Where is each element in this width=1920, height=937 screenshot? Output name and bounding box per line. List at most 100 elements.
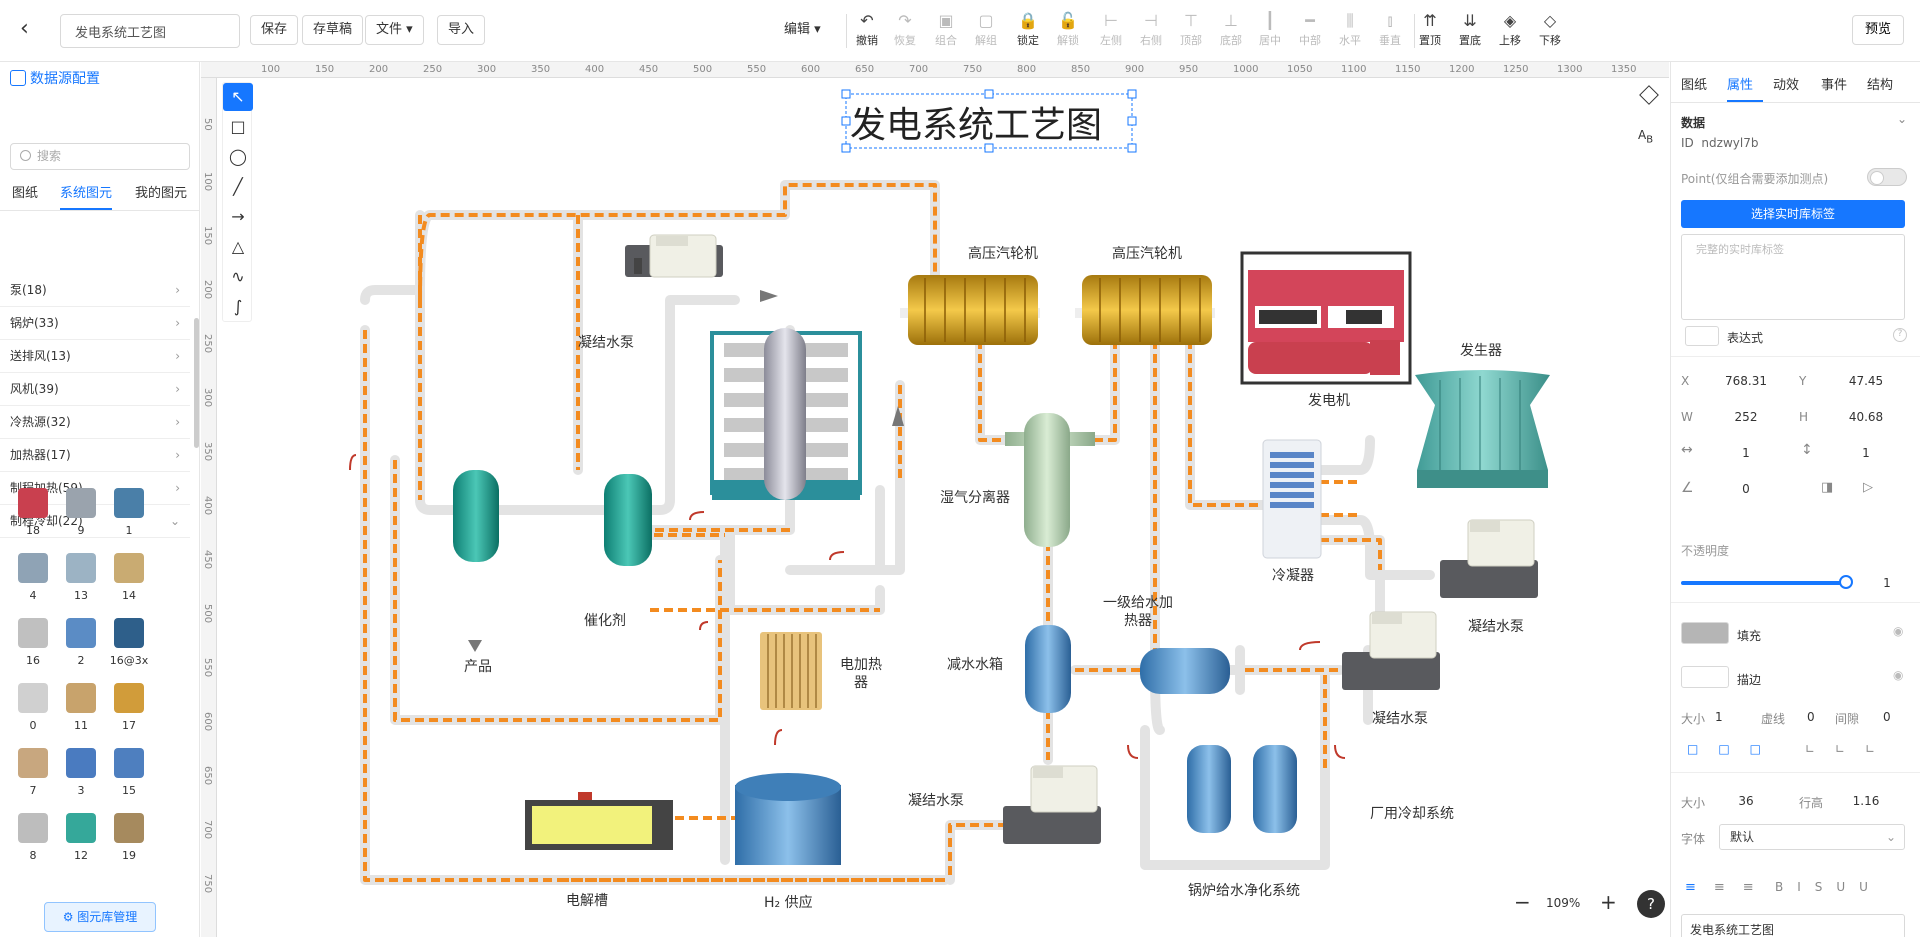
rectangle-tool-icon[interactable]: □ (230, 117, 246, 136)
tab-system-components[interactable]: 系统图元 (60, 186, 113, 201)
component-tile[interactable]: 9 (56, 488, 106, 537)
opacity-input[interactable]: 1 (1883, 576, 1891, 590)
point-toggle[interactable] (1867, 168, 1907, 186)
font-select[interactable]: 默认⌄ (1719, 824, 1905, 850)
flip-vertical-icon[interactable]: ▷ (1863, 480, 1873, 495)
condense-pump-2[interactable] (1440, 519, 1538, 598)
selection-handles[interactable] (841, 89, 1137, 153)
edit-menu[interactable]: 编辑 ▾ (784, 18, 821, 37)
gap-input[interactable]: 0 (1883, 710, 1891, 724)
category-item[interactable]: 风机(39)› (0, 373, 190, 406)
opacity-slider[interactable] (1681, 581, 1845, 585)
w-input[interactable]: 252 (1734, 410, 1758, 424)
tool-12-button[interactable]: ⫼水平 (1332, 10, 1368, 54)
library-scrollbar[interactable] (194, 318, 199, 448)
component-tile[interactable]: 8 (8, 813, 58, 862)
tool-17-button[interactable]: ◇下移 (1532, 10, 1568, 54)
catalyst-vessel[interactable] (604, 474, 652, 566)
condenser-unit[interactable] (1262, 439, 1322, 559)
select-tag-button[interactable]: 选择实时库标签 (1681, 200, 1905, 228)
component-tile[interactable]: 12 (56, 813, 106, 862)
component-tile[interactable]: 13 (56, 553, 106, 602)
electric-heater[interactable] (760, 632, 822, 710)
component-tile[interactable]: 17 (104, 683, 154, 732)
rotate-input[interactable]: 0 (1742, 482, 1750, 496)
component-tile[interactable]: 16@3x (104, 618, 154, 667)
text-content-input[interactable]: 发电系统工艺图 (1681, 914, 1905, 937)
component-tile[interactable]: 16 (8, 618, 58, 667)
palette-icon[interactable]: ◉ (1893, 624, 1904, 638)
expression-checkbox[interactable] (1685, 326, 1719, 346)
save-button[interactable]: 保存 (250, 15, 299, 45)
tab-my-components[interactable]: 我的图元 (135, 186, 188, 201)
generator-unit[interactable] (1240, 251, 1412, 385)
curve-tool-icon[interactable]: ∫ (233, 297, 243, 316)
flip-horizontal-icon[interactable]: ◨ (1821, 480, 1834, 495)
import-button[interactable]: 导入 (437, 15, 486, 45)
help-button[interactable]: ? (1637, 890, 1665, 918)
process-diagram[interactable] (201, 62, 1669, 937)
category-item[interactable]: 冷热源(32)› (0, 406, 190, 439)
font-size-input[interactable]: 36 (1738, 794, 1754, 808)
category-item[interactable]: 锅炉(33)› (0, 307, 190, 340)
tool-2-button[interactable]: ▣组合 (928, 10, 964, 54)
fill-color-swatch[interactable] (1681, 622, 1729, 644)
tool-13-button[interactable]: ⫾垂直 (1372, 10, 1408, 54)
tool-9-button[interactable]: ⊥底部 (1213, 10, 1249, 54)
tab-1[interactable]: 属性 (1727, 78, 1754, 93)
tab-4[interactable]: 结构 (1867, 78, 1894, 93)
scale-y-input[interactable]: 1 (1862, 446, 1870, 460)
tab-3[interactable]: 事件 (1821, 78, 1848, 93)
tool-5-button[interactable]: 🔓解锁 (1050, 10, 1086, 54)
tool-8-button[interactable]: ⊤顶部 (1173, 10, 1209, 54)
component-tile[interactable]: 3 (56, 748, 106, 797)
opacity-slider-handle[interactable] (1839, 575, 1853, 589)
dash-input[interactable]: 0 (1807, 710, 1815, 724)
polygon-tool-icon[interactable]: △ (231, 237, 245, 256)
stroke-color-swatch[interactable] (1681, 666, 1729, 688)
condense-pump-3[interactable] (1342, 611, 1440, 690)
tool-6-button[interactable]: ⊢左侧 (1093, 10, 1129, 54)
line-tool-icon[interactable]: ╱ (233, 177, 243, 196)
cube-icon[interactable] (1639, 85, 1659, 105)
hp-turbine-1[interactable] (900, 275, 1040, 345)
feedwater-heater[interactable] (1140, 648, 1230, 694)
file-menu-button[interactable]: 文件 ▾ (365, 15, 424, 45)
component-tile[interactable]: 0 (8, 683, 58, 732)
tool-0-button[interactable]: ↶撤销 (849, 10, 885, 54)
tool-15-button[interactable]: ⇊置底 (1452, 10, 1488, 54)
tab-drawings[interactable]: 图纸 (12, 186, 39, 201)
hp-turbine-2[interactable] (1075, 275, 1215, 345)
cooling-tower[interactable] (1415, 370, 1550, 488)
purify-tank-2[interactable] (1253, 745, 1297, 833)
tool-11-button[interactable]: ━中部 (1292, 10, 1328, 54)
category-item[interactable]: 送排风(13)› (0, 340, 190, 373)
category-item[interactable]: 加热器(17)› (0, 439, 190, 472)
reactor-vessel-1[interactable] (453, 470, 499, 562)
condense-pump-4[interactable] (1003, 765, 1101, 844)
tool-7-button[interactable]: ⊣右侧 (1133, 10, 1169, 54)
tool-14-button[interactable]: ⇈置顶 (1412, 10, 1448, 54)
tool-16-button[interactable]: ◈上移 (1492, 10, 1528, 54)
datasource-config-link[interactable]: 数据源配置 (10, 68, 100, 88)
zoom-out-icon[interactable]: − (1514, 890, 1531, 914)
moisture-separator[interactable] (1005, 413, 1095, 547)
text-style-icon[interactable]: AB (1638, 128, 1654, 146)
align-left-icon[interactable]: ≡ (1685, 880, 1714, 895)
stroke-size-input[interactable]: 1 (1715, 710, 1723, 724)
h2-supply-tank[interactable] (735, 773, 841, 865)
electrolyzer[interactable] (525, 792, 673, 850)
tool-10-button[interactable]: ┃居中 (1252, 10, 1288, 54)
line-height-input[interactable]: 1.16 (1852, 794, 1880, 808)
back-arrow-icon[interactable]: ‹ (20, 16, 29, 41)
component-tile[interactable]: 2 (56, 618, 106, 667)
chevron-down-icon[interactable]: ⌄ (1897, 112, 1908, 126)
zoom-in-icon[interactable]: + (1600, 890, 1617, 914)
component-tile[interactable]: 18 (8, 488, 58, 537)
component-tile[interactable]: 7 (8, 748, 58, 797)
ellipse-tool-icon[interactable]: ◯ (229, 147, 247, 166)
component-tile[interactable]: 14 (104, 553, 154, 602)
select-tool-icon[interactable]: ↖ (223, 83, 253, 111)
component-tile[interactable]: 11 (56, 683, 106, 732)
tab-0[interactable]: 图纸 (1681, 78, 1708, 93)
